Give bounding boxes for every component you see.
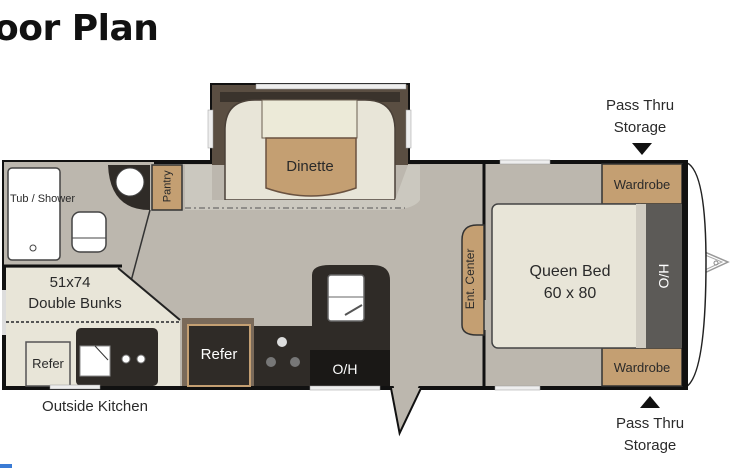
- burner-icon: [121, 354, 131, 364]
- bunks-name-label: Double Bunks: [28, 295, 122, 312]
- arrow-up-icon: [640, 396, 660, 408]
- stove: [254, 326, 314, 386]
- outside-refer: [25, 341, 71, 387]
- wardrobe-bottom-label: Wardrobe: [613, 360, 671, 375]
- bunks-size-label: 51x74: [49, 274, 91, 291]
- queen-bed-label: Queen Bed: [529, 263, 611, 280]
- ent-center-label: Ent. Center: [463, 248, 478, 310]
- pantry-label: Pantry: [161, 170, 174, 203]
- page-title: oor Plan: [0, 8, 159, 49]
- queen-size-label: 60 x 80: [543, 285, 597, 302]
- outside-kitchen-label: Outside Kitchen: [42, 398, 148, 415]
- drain-icon: [29, 244, 37, 252]
- dinette-table: [265, 137, 357, 197]
- bed-overhead: [646, 204, 682, 348]
- sink-icon: [115, 167, 145, 197]
- tub-shower-label: Tub / Shower: [10, 193, 76, 205]
- burner-icon: [266, 357, 276, 367]
- wardrobe-top-label: Wardrobe: [613, 177, 671, 192]
- pass-thru-top-line1: Pass Thru: [605, 97, 675, 114]
- outside-sink-icon: [79, 345, 111, 377]
- pass-thru-bottom-line1: Pass Thru: [615, 415, 685, 432]
- refer-label: Refer: [200, 346, 238, 363]
- pass-thru-top-line2: Storage: [613, 119, 667, 136]
- overhead-kitchen-label: O/H: [332, 361, 358, 377]
- pantry: [151, 164, 183, 211]
- ent-center: [461, 224, 485, 336]
- burner-icon: [136, 354, 146, 364]
- front-cap: [683, 161, 707, 389]
- scroll-indicator: [0, 464, 12, 468]
- burner-icon: [290, 357, 300, 367]
- toilet-icon: [71, 211, 107, 253]
- dinette-label: Dinette: [286, 158, 334, 175]
- hitch-icon: [699, 248, 730, 277]
- tub-shower: [7, 167, 61, 261]
- overhead-bed-label: H/O: [656, 263, 673, 289]
- refer: [187, 324, 251, 387]
- pass-thru-bottom-line2: Storage: [623, 437, 677, 454]
- outside-refer-label: Refer: [32, 356, 64, 371]
- arrow-down-icon: [632, 143, 652, 155]
- burner-icon: [277, 337, 287, 347]
